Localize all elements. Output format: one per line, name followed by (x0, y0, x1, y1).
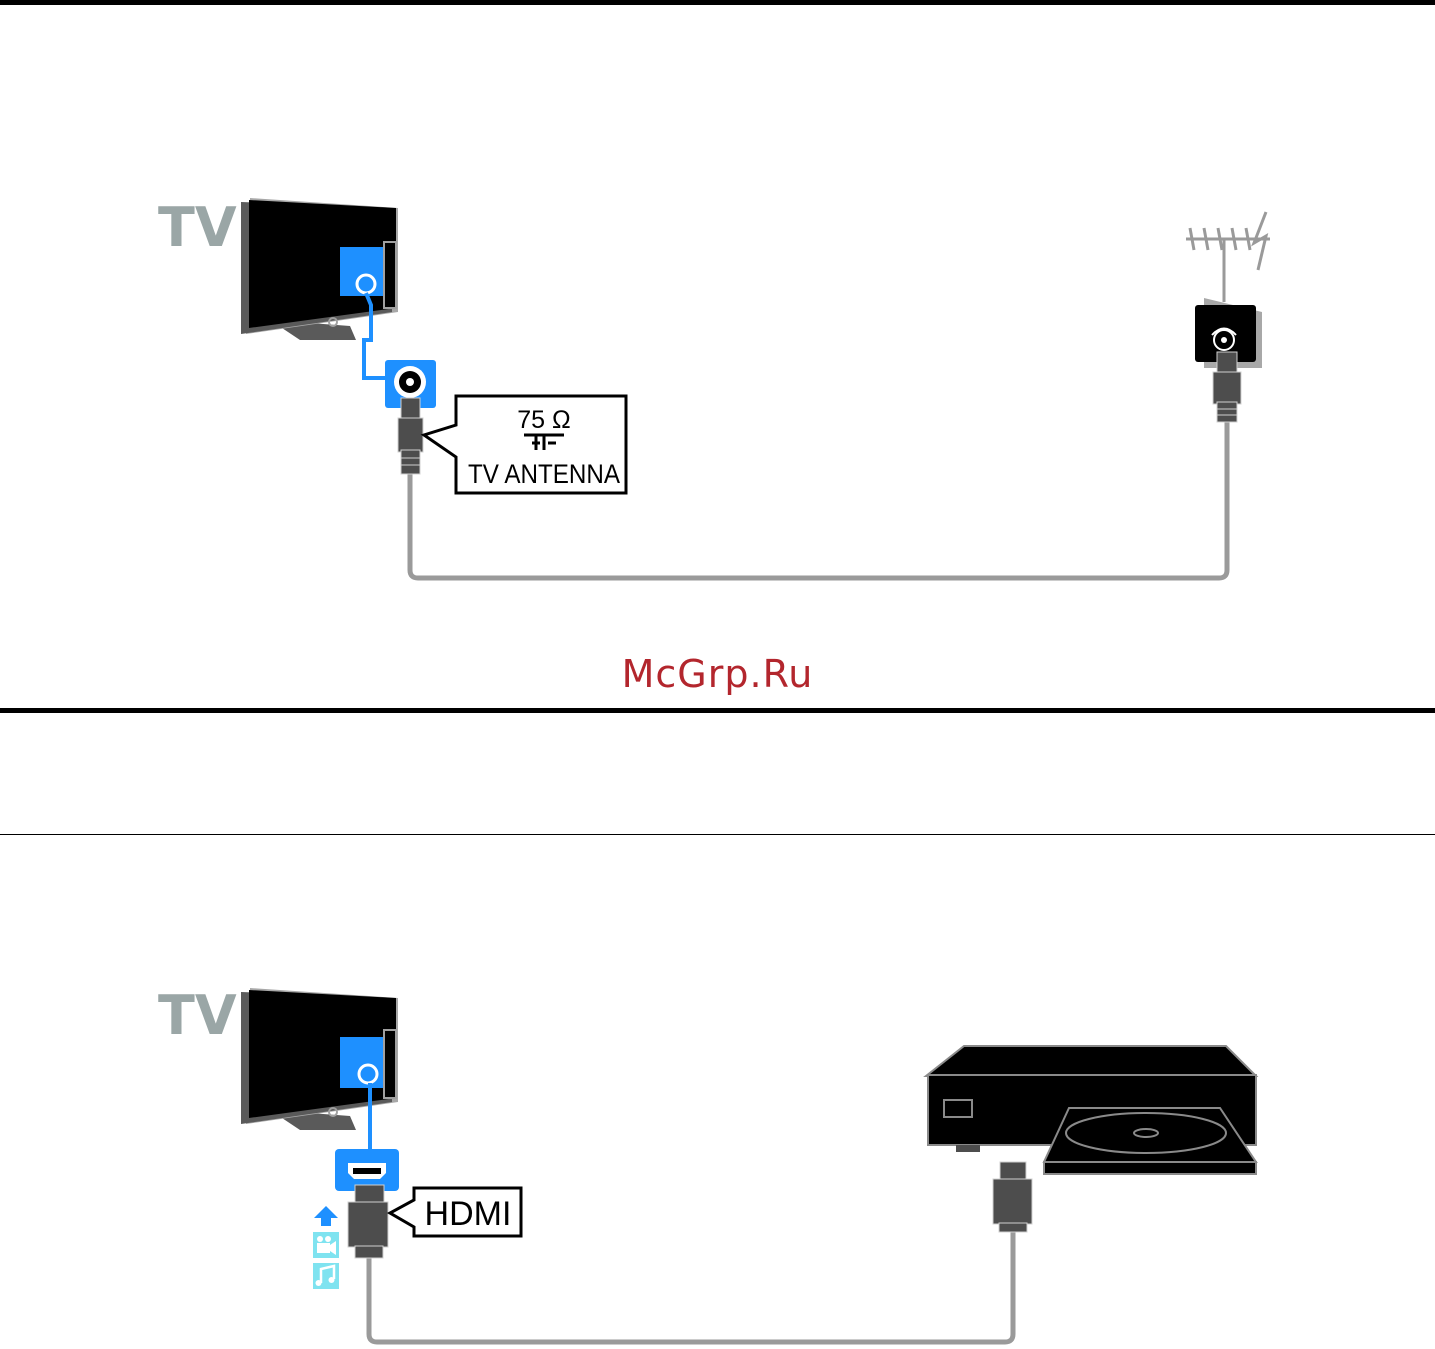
section-thin-rule (0, 834, 1435, 835)
antenna-cable (407, 416, 1230, 581)
coax-plug-icon (397, 397, 424, 475)
hdmi-connection-diagram: TV (0, 930, 1435, 1349)
hdmi-callout: HDMI (386, 1186, 523, 1238)
disc-player-icon (923, 1045, 1259, 1175)
tv-label: TV (158, 196, 237, 259)
hdmi-cable (366, 1226, 1016, 1345)
hdmi-plug-device-icon (992, 1161, 1033, 1233)
antenna-icon (1186, 211, 1270, 302)
top-rule (0, 0, 1435, 5)
antenna-symbol-icon (524, 433, 564, 450)
antenna-port-icon (385, 360, 436, 408)
tv-antenna-label: TV ANTENNA (468, 459, 620, 489)
tv-icon (241, 988, 398, 1130)
arrow-up-icon (314, 1206, 338, 1226)
hdmi-label: HDMI (425, 1195, 512, 1233)
coax-plug-wall-icon (1212, 351, 1242, 423)
impedance-label: 75 Ω (517, 406, 570, 434)
section-rule (0, 708, 1435, 713)
antenna-connection-diagram: TV (0, 140, 1435, 700)
tv-icon (241, 198, 398, 340)
hdmi-plug-icon (347, 1184, 389, 1259)
hdmi-port-icon (335, 1149, 399, 1191)
video-icon (313, 1232, 339, 1258)
tv-antenna-callout: 75 Ω TV ANTENNA (420, 394, 628, 495)
internal-connection-line (362, 292, 386, 380)
music-note-icon (313, 1263, 339, 1289)
tv-label: TV (158, 984, 237, 1047)
watermark: McGrp.Ru (621, 652, 814, 696)
wall-socket-icon (1195, 298, 1262, 368)
